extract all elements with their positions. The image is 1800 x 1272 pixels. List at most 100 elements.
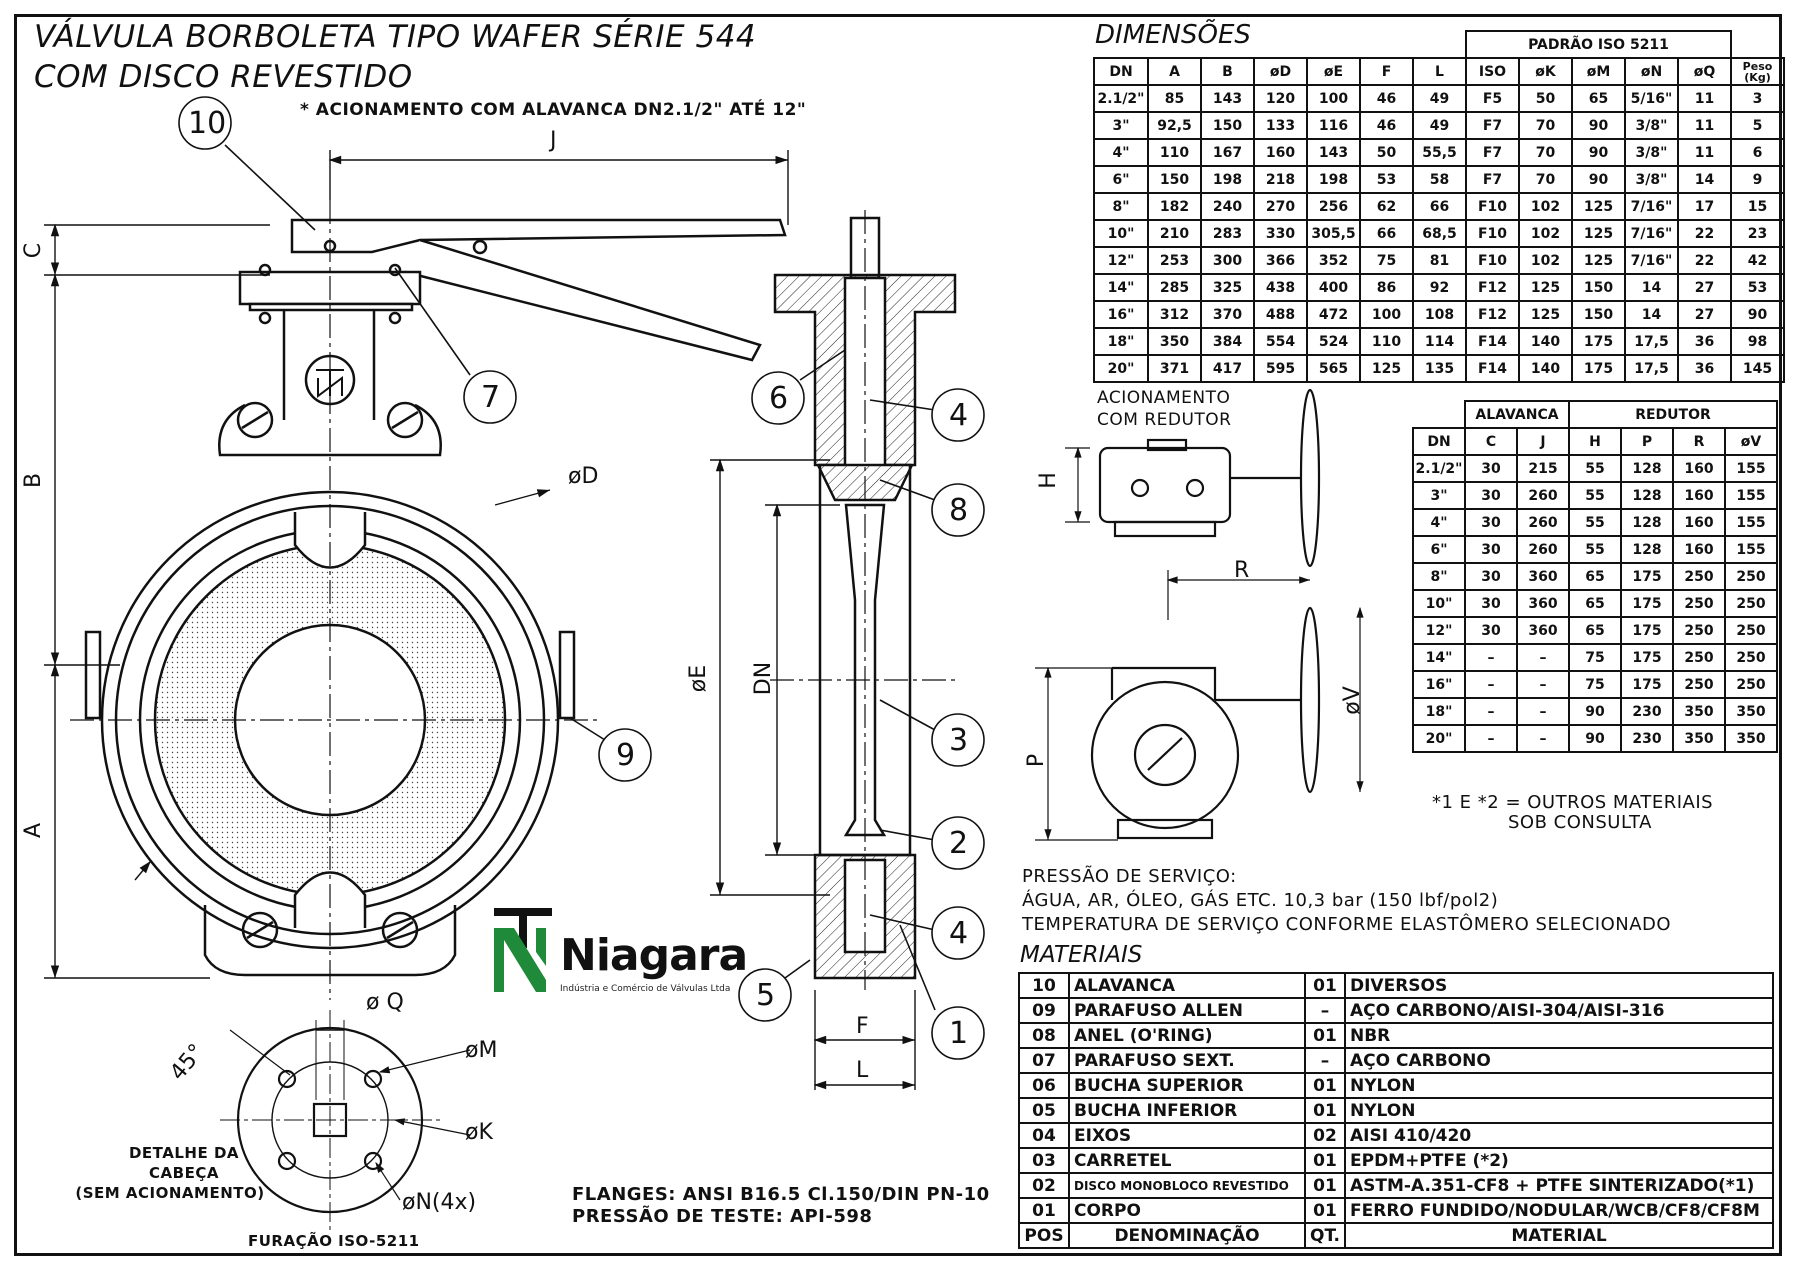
dim-label-d: øD xyxy=(568,464,599,489)
dim-cell: 125 xyxy=(1518,273,1573,302)
gear-cell: 128 xyxy=(1620,454,1674,483)
dim-cell: F10 xyxy=(1465,192,1520,221)
dim-cell: 150 xyxy=(1571,300,1626,329)
gear-col-header: øV xyxy=(1724,427,1778,456)
gear-cell: 10" xyxy=(1412,589,1466,618)
dim-label-q: ø Q xyxy=(366,990,404,1015)
dim-cell: 6" xyxy=(1093,165,1149,194)
material-cell: NYLON xyxy=(1344,1072,1774,1099)
dim-cell: 524 xyxy=(1306,327,1361,356)
dim-cell: 143 xyxy=(1200,84,1255,113)
dim-label-v: øV xyxy=(1339,686,1365,715)
gear-cell: 8" xyxy=(1412,562,1466,591)
dim-col-header: L xyxy=(1412,57,1467,86)
gear-cell: 250 xyxy=(1724,643,1778,672)
gear-cell: 20" xyxy=(1412,724,1466,753)
gear-cell: 250 xyxy=(1672,643,1726,672)
gear-cell: 155 xyxy=(1724,508,1778,537)
dim-col-header: øK xyxy=(1518,57,1573,86)
materials-note-2: SOB CONSULTA xyxy=(1508,812,1652,833)
dim-cell: 11 xyxy=(1677,111,1732,140)
dim-cell: 17,5 xyxy=(1624,327,1679,356)
callout-10: 10 xyxy=(188,106,227,141)
dim-cell: F14 xyxy=(1465,327,1520,356)
dim-cell: 438 xyxy=(1253,273,1308,302)
dim-cell: 16" xyxy=(1093,300,1149,329)
gear-cell: 128 xyxy=(1620,481,1674,510)
material-cell: FERRO FUNDIDO/NODULAR/WCB/CF8/CF8M xyxy=(1344,1197,1774,1224)
gear-cell: 14" xyxy=(1412,643,1466,672)
dim-cell: 150 xyxy=(1200,111,1255,140)
material-cell: ASTM-A.351-CF8 + PTFE SINTERIZADO(*1) xyxy=(1344,1172,1774,1199)
gear-cell: – xyxy=(1516,724,1570,753)
dim-cell: 22 xyxy=(1677,219,1732,248)
material-col-header: MATERIAL xyxy=(1344,1222,1774,1249)
dim-cell: 23 xyxy=(1730,219,1785,248)
dim-cell: 50 xyxy=(1518,84,1573,113)
dim-label-p: P xyxy=(1024,753,1050,768)
dim-cell: 86 xyxy=(1359,273,1414,302)
gear-cell: 360 xyxy=(1516,562,1570,591)
gear-cell: 90 xyxy=(1568,697,1622,726)
dim-cell: 253 xyxy=(1147,246,1202,275)
dim-cell: 90 xyxy=(1730,300,1785,329)
callout-1: 1 xyxy=(949,1016,969,1051)
material-cell: CORPO xyxy=(1068,1197,1306,1224)
gear-cell: 160 xyxy=(1672,454,1726,483)
gear-cell: 18" xyxy=(1412,697,1466,726)
dim-cell: 554 xyxy=(1253,327,1308,356)
material-cell: 07 xyxy=(1018,1047,1070,1074)
gear-cell: 160 xyxy=(1672,508,1726,537)
material-cell: 03 xyxy=(1018,1147,1070,1174)
dim-cell: 256 xyxy=(1306,192,1361,221)
dim-cell: 125 xyxy=(1518,300,1573,329)
service-line-2: ÁGUA, AR, ÓLEO, GÁS ETC. 10,3 bar (150 l… xyxy=(1022,890,1499,911)
dim-cell: 102 xyxy=(1518,192,1573,221)
material-cell: ALAVANCA xyxy=(1068,972,1306,999)
gear-cell: 2.1/2" xyxy=(1412,454,1466,483)
dim-cell: 140 xyxy=(1518,327,1573,356)
gear-cell: 30 xyxy=(1464,616,1518,645)
gear-cell: 175 xyxy=(1620,643,1674,672)
dim-cell: 7/16" xyxy=(1624,246,1679,275)
gear-col-header: J xyxy=(1516,427,1570,456)
dim-cell: 565 xyxy=(1306,354,1361,383)
dim-cell: 145 xyxy=(1730,354,1785,383)
gear-cell: 55 xyxy=(1568,454,1622,483)
dim-cell: F12 xyxy=(1465,300,1520,329)
gear-cell: 75 xyxy=(1568,643,1622,672)
gear-cell: 55 xyxy=(1568,508,1622,537)
gear-cell: 175 xyxy=(1620,562,1674,591)
dim-cell: 352 xyxy=(1306,246,1361,275)
dim-cell: 70 xyxy=(1518,165,1573,194)
dim-cell: 140 xyxy=(1518,354,1573,383)
dim-cell: 5/16" xyxy=(1624,84,1679,113)
lever-header: ALAVANCA xyxy=(1464,400,1570,429)
dim-cell: 102 xyxy=(1518,219,1573,248)
callout-4-upper: 4 xyxy=(949,398,969,433)
dim-cell: F10 xyxy=(1465,246,1520,275)
callout-9: 9 xyxy=(616,738,636,773)
service-line-1: PRESSÃO DE SERVIÇO: xyxy=(1022,866,1237,887)
front-view xyxy=(84,218,787,977)
dim-col-header: øM xyxy=(1571,57,1626,86)
head-detail xyxy=(220,1010,471,1230)
material-cell: AÇO CARBONO/AISI-304/AISI-316 xyxy=(1344,997,1774,1024)
dim-cell: 312 xyxy=(1147,300,1202,329)
dim-col-header: øQ xyxy=(1677,57,1732,86)
dim-cell: 218 xyxy=(1253,165,1308,194)
material-cell: AISI 410/420 xyxy=(1344,1122,1774,1149)
material-cell: 01 xyxy=(1304,1147,1346,1174)
